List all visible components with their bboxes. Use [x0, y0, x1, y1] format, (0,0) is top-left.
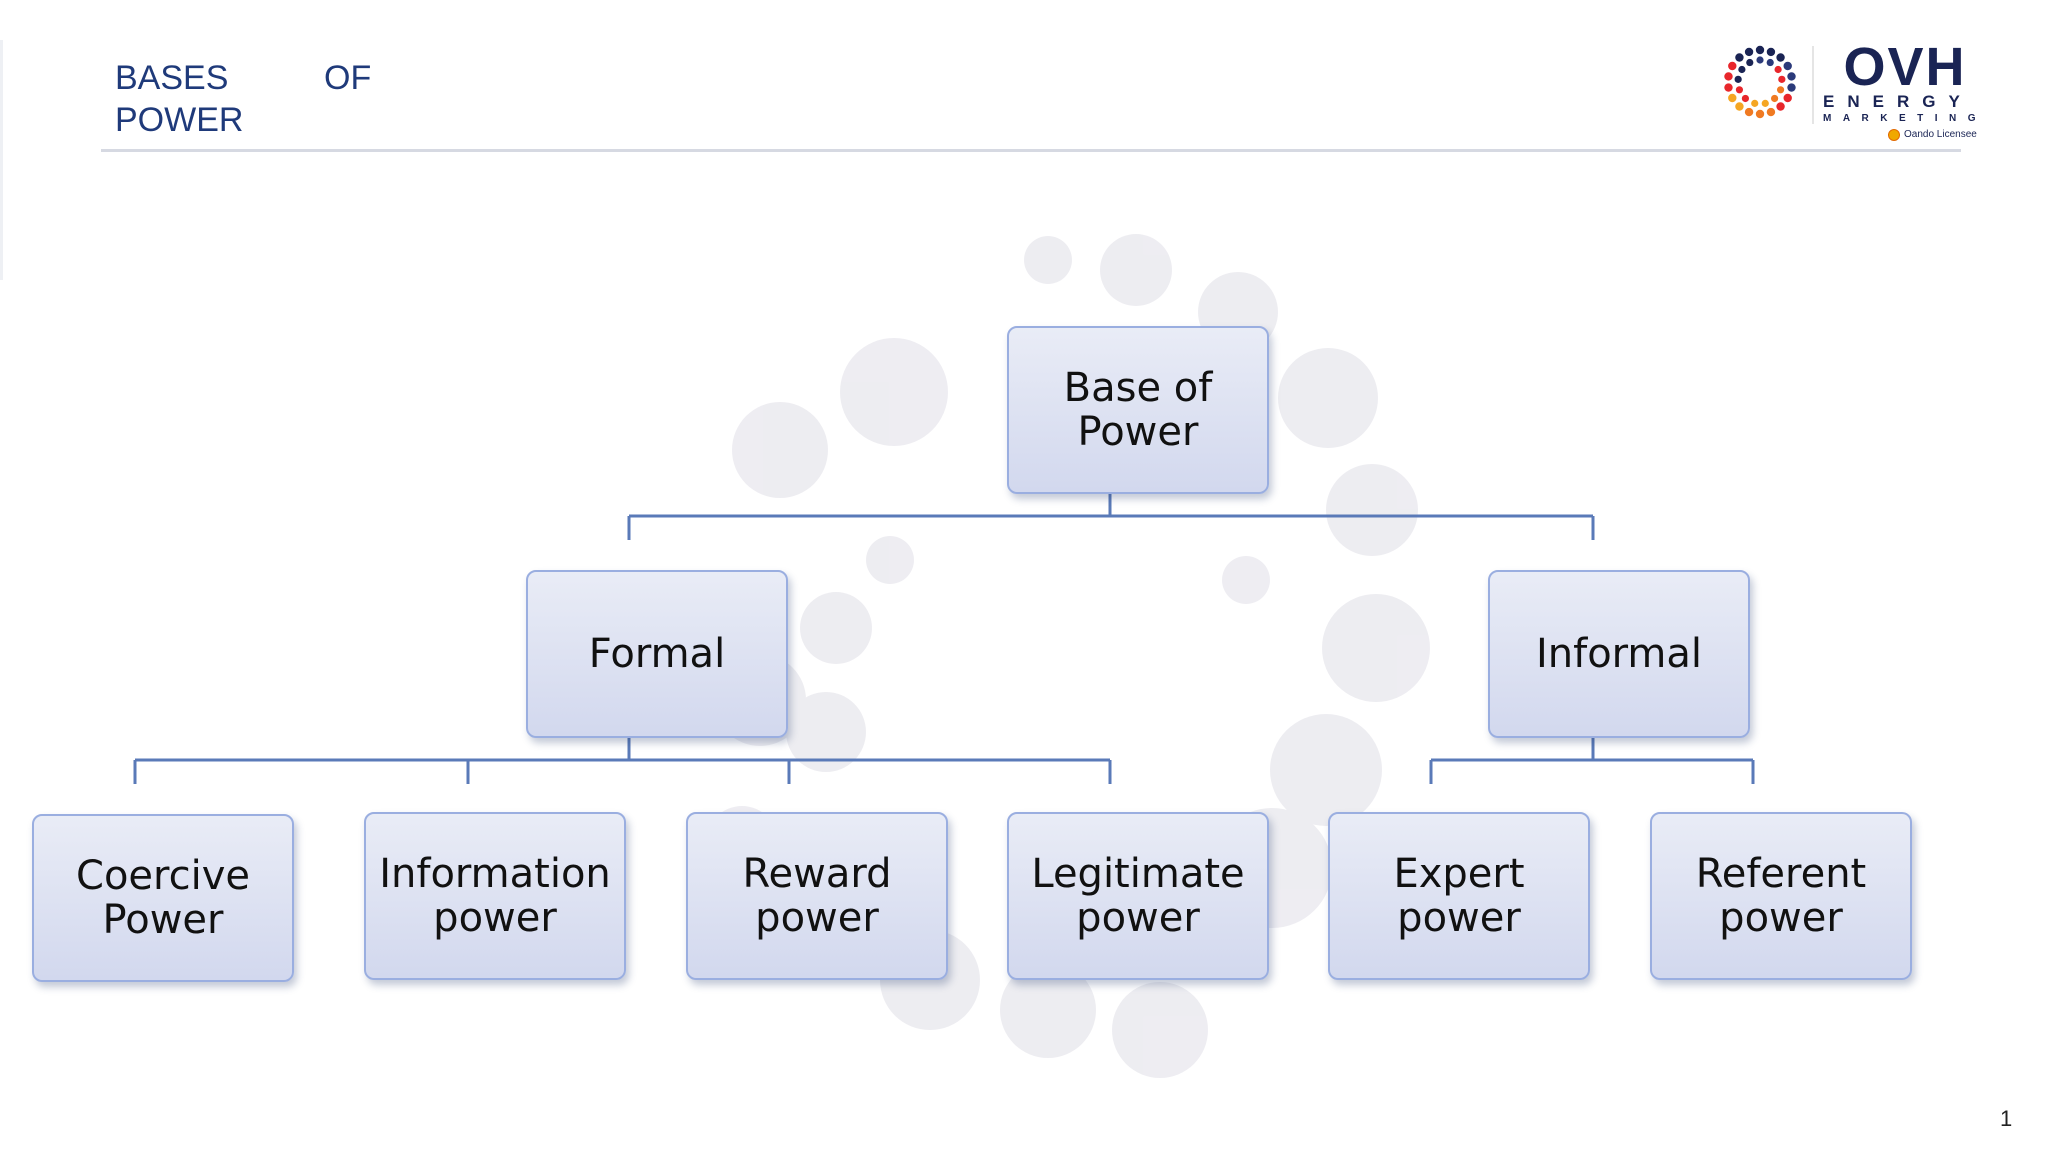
- licensee-badge-icon: [1888, 129, 1900, 141]
- logo-line-energy: ENERGY: [1823, 92, 1973, 111]
- logo-mark-dot: [1724, 83, 1733, 92]
- logo-mark-dot: [1738, 65, 1746, 74]
- logo-mark-dot: [1776, 53, 1785, 62]
- node-base-of-power: Base of Power: [1007, 326, 1269, 494]
- logo-mark-dot: [1787, 83, 1796, 92]
- node-reward-power-label: Reward power: [742, 851, 892, 941]
- node-referent-power-label: Referent power: [1695, 851, 1867, 941]
- node-information-power-label: Information power: [379, 851, 611, 941]
- logo-mark-dot: [1728, 61, 1737, 71]
- logo-mark-dot: [1761, 99, 1769, 107]
- node-formal: Formal: [526, 570, 788, 738]
- logo-wordmark: OVH: [1843, 37, 1967, 97]
- node-formal-label: Formal: [588, 631, 726, 677]
- logo-mark-dot: [1770, 94, 1779, 103]
- company-logo: OVH ENERGY MARKETING Oando Licensee: [1720, 37, 2020, 152]
- slide-title-word-of: OF: [324, 59, 372, 97]
- slide-title-word-bases: BASES: [115, 59, 229, 97]
- logo-mark-dot: [1741, 94, 1750, 103]
- slide-title-word-power: POWER: [115, 101, 244, 139]
- node-coercive-power-label: Coercive Power: [76, 853, 250, 943]
- node-informal: Informal: [1488, 570, 1750, 738]
- logo-licensee-text: Oando Licensee: [1904, 129, 1977, 140]
- logo-mark-dot: [1746, 58, 1754, 67]
- logo-line-marketing: MARKETING: [1823, 113, 1988, 124]
- node-legitimate-power: Legitimate power: [1007, 812, 1269, 980]
- node-base-of-power-label: Base of Power: [1063, 365, 1213, 455]
- logo-mark-dot: [1735, 86, 1744, 94]
- logo-divider: [1812, 46, 1814, 124]
- logo-mark-dot: [1751, 99, 1759, 107]
- logo-mark-dot: [1766, 107, 1776, 117]
- logo-mark-dot: [1744, 107, 1754, 117]
- logo-mark-dot: [1755, 45, 1765, 55]
- node-expert-power-label: Expert power: [1393, 851, 1525, 941]
- logo-mark-dot: [1744, 47, 1754, 57]
- logo-mark-dot: [1776, 102, 1785, 111]
- logo-mark-dot: [1783, 93, 1792, 103]
- logo-mark-dot: [1734, 75, 1742, 83]
- logo-mark-dot: [1787, 72, 1796, 81]
- logo-mark-dot: [1776, 86, 1785, 94]
- logo-mark-dot: [1783, 61, 1792, 71]
- logo-mark-dot: [1724, 72, 1733, 81]
- logo-mark-dot: [1774, 65, 1782, 74]
- node-reward-power: Reward power: [686, 812, 948, 980]
- node-legitimate-power-label: Legitimate power: [1031, 851, 1245, 941]
- logo-mark-dot: [1756, 56, 1764, 64]
- logo-mark-dot: [1766, 47, 1776, 57]
- node-informal-label: Informal: [1535, 631, 1703, 677]
- logo-mark-dot: [1735, 53, 1744, 62]
- logo-mark-dot: [1728, 93, 1737, 103]
- logo-licensee: Oando Licensee: [1888, 128, 2008, 142]
- node-coercive-power: Coercive Power: [32, 814, 294, 982]
- logo-mark-dot: [1735, 102, 1744, 111]
- node-expert-power: Expert power: [1328, 812, 1590, 980]
- logo-mark-dot: [1755, 109, 1765, 119]
- slide-edge-shading: [0, 40, 3, 280]
- page-number: 1: [2000, 1106, 2013, 1131]
- ovh-logo-mark-icon: [1724, 45, 1796, 119]
- header-divider: [101, 149, 1961, 152]
- logo-mark-dot: [1778, 75, 1786, 83]
- node-information-power: Information power: [364, 812, 626, 980]
- logo-mark-dot: [1766, 58, 1774, 67]
- node-referent-power: Referent power: [1650, 812, 1912, 980]
